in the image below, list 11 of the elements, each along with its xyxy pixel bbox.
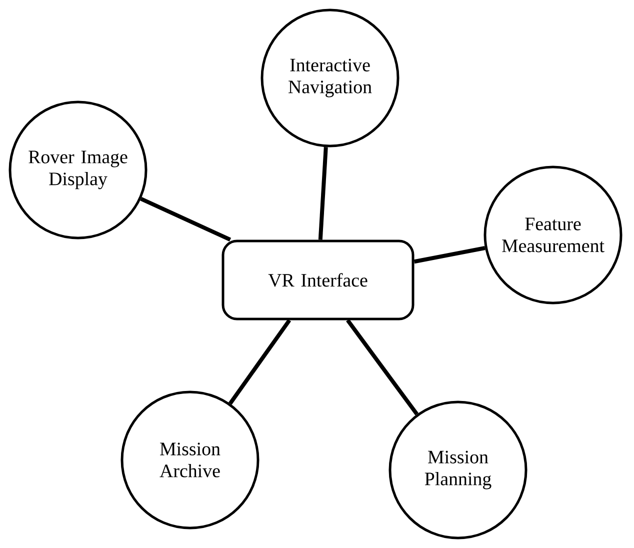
connector-line [318,146,328,240]
rounded-box: VR Interface [222,240,414,320]
circle-node: Feature Measurement [484,166,622,304]
circle-node: Mission Planning [388,400,528,540]
connector-line [140,197,232,242]
circle-node: Rover Image Display [8,100,148,240]
circle-node: Mission Archive [120,390,260,530]
connector-line [228,319,292,405]
connector-line [414,246,486,264]
circle-node: Interactive Navigation [260,8,400,148]
connector-line [346,319,419,416]
